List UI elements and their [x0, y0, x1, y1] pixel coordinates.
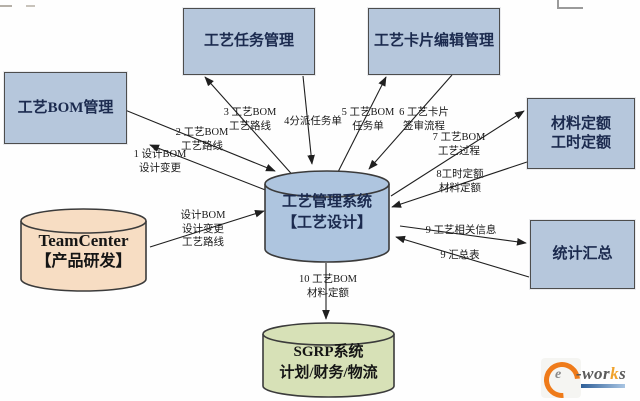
edge-label-9-summary: 9 汇总表: [440, 250, 480, 261]
node-label: TeamCenter 【产品研发】: [35, 231, 132, 270]
node-stats-summary: 统计汇总: [530, 220, 635, 289]
node-label: 工艺管理系统 【工艺设计】: [281, 194, 372, 231]
node-process-bom-mgmt: 工艺BOM管理: [4, 72, 127, 144]
edge-label-9-info: 9 工艺相关信息: [425, 225, 497, 236]
edge-label-7: 7 工艺BOM 工艺过程: [432, 132, 486, 157]
arrow-4-task-mgmt-to-system: [302, 75, 315, 165]
edge-label-5: 5 工艺BOM 任务单: [341, 107, 395, 132]
edge-label-teamcenter: 设计BOM 设计变更 工艺路线: [180, 210, 226, 248]
node-process-card-edit-mgmt: 工艺卡片编辑管理: [368, 8, 500, 75]
arrow-5-system-to-card-edit: [337, 76, 387, 173]
arrow-2-bom-mgmt-to-system: [124, 109, 276, 172]
node-label: 工艺卡片编辑管理: [373, 33, 494, 49]
edge-label-1: 1 设计BOM 设计变更: [133, 149, 187, 174]
edge-label-3: 3 工艺BOM 工艺路线: [223, 107, 277, 132]
arrow-teamcenter-to-system: [149, 210, 265, 248]
edge-label-6: 6 工艺卡片 签审流程: [399, 107, 449, 132]
edge-label-10: 10 工艺BOM 材料定额: [298, 274, 358, 299]
edge-label-2: 2 工艺BOM 工艺路线: [175, 127, 229, 152]
arrow-6-card-edit-to-system: [368, 74, 453, 170]
node-label-line2: 工时定额: [550, 134, 611, 151]
crop-artifact: [557, 0, 583, 9]
node-label: 统计汇总: [552, 246, 613, 262]
arrow-3-system-to-task-mgmt: [204, 76, 298, 181]
node-process-mgmt-system: 工艺管理系统 【工艺设计】: [264, 170, 390, 263]
node-label: 工艺任务管理: [203, 33, 294, 49]
cylinder-shape: [262, 322, 395, 398]
node-teamcenter: TeamCenter 【产品研发】: [20, 208, 147, 292]
cylinder-shape: [20, 208, 147, 292]
node-process-task-mgmt: 工艺任务管理: [183, 8, 315, 75]
node-label: 工艺BOM管理: [17, 99, 114, 116]
arrow-7-system-to-quota: [390, 110, 525, 197]
node-label-line1: 材料定额: [550, 115, 611, 132]
node-label: SGRP系统 计划/财务/物流: [279, 344, 378, 381]
cylinder-shape: [264, 170, 390, 263]
eworks-logo: e -works: [536, 354, 639, 401]
arrow-9-system-to-stats: [399, 225, 527, 246]
logo-wordmark: -works: [576, 364, 627, 383]
arrow-1-system-to-bom-mgmt: [149, 144, 269, 192]
crop-artifact: [0, 1, 12, 7]
edge-label-8: 8工时定额 材料定额: [436, 169, 484, 194]
logo-underline-bar: [581, 384, 625, 388]
crop-artifact: [26, 2, 35, 7]
arrow-9-stats-to-system: [395, 235, 530, 278]
logo-background: [541, 358, 581, 398]
edge-label-4: 4分派任务单: [284, 116, 342, 127]
arrow-8-quota-to-system: [391, 161, 528, 208]
logo-letter-e: e: [555, 367, 562, 382]
node-sgrp-system: SGRP系统 计划/财务/物流: [262, 322, 395, 399]
node-material-hour-quota: 材料定额 工时定额: [527, 98, 635, 169]
